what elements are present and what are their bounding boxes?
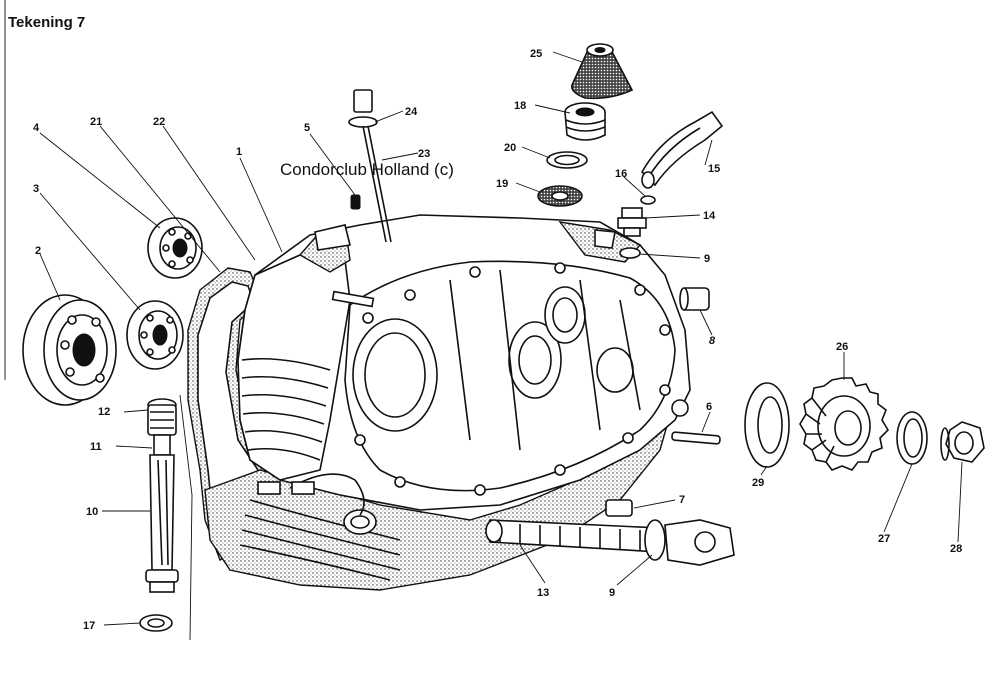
part-28-nut bbox=[940, 421, 985, 463]
part-13-bolt bbox=[485, 519, 735, 566]
leader-lines bbox=[39, 51, 963, 641]
callout-17: 17 bbox=[83, 620, 95, 632]
part-9-washer-top bbox=[619, 247, 641, 259]
callout-23: 23 bbox=[418, 148, 430, 160]
callout-28: 28 bbox=[950, 543, 962, 555]
callout-18: 18 bbox=[514, 100, 526, 112]
part-16-ring bbox=[640, 195, 656, 205]
callout-24: 24 bbox=[405, 106, 418, 118]
callout-5: 5 bbox=[304, 122, 310, 134]
part-18-threaded-cap bbox=[564, 102, 606, 141]
callout-9a: 9 bbox=[704, 253, 710, 265]
callout-labels: 25 24 18 21 22 5 4 1 23 20 15 16 19 3 14… bbox=[33, 48, 962, 632]
part-26-gear bbox=[799, 377, 890, 471]
watermark-text: Condorclub Holland (c) bbox=[280, 160, 454, 179]
part-10-12-shaft bbox=[145, 398, 179, 593]
drawing-title: Tekening 7 bbox=[8, 14, 86, 31]
callout-4: 4 bbox=[33, 122, 40, 134]
crankcase-half bbox=[204, 214, 691, 591]
callout-9b: 9 bbox=[609, 587, 615, 599]
callout-20: 20 bbox=[504, 142, 516, 154]
part-19-seal bbox=[537, 185, 583, 207]
callout-21: 21 bbox=[90, 116, 102, 128]
callout-13: 13 bbox=[537, 587, 549, 599]
part-8-bush bbox=[679, 287, 710, 311]
callout-26: 26 bbox=[836, 341, 848, 353]
part-7-bush bbox=[605, 499, 633, 517]
part-27-circlip bbox=[896, 411, 928, 465]
callout-3: 3 bbox=[33, 183, 39, 195]
callout-12: 12 bbox=[98, 406, 110, 418]
callout-1: 1 bbox=[236, 146, 242, 158]
part-2-bearing bbox=[22, 294, 117, 406]
callout-16: 16 bbox=[615, 168, 627, 180]
callout-29: 29 bbox=[752, 477, 764, 489]
callout-14: 14 bbox=[703, 210, 716, 222]
part-4-bearing bbox=[147, 217, 203, 279]
callout-2: 2 bbox=[35, 245, 41, 257]
callout-25: 25 bbox=[530, 48, 542, 60]
part-20-ring bbox=[546, 151, 588, 169]
callout-8: 8 bbox=[709, 335, 716, 347]
part-15-hose bbox=[641, 110, 724, 189]
part-14-nipple bbox=[617, 207, 647, 237]
part-24-stud bbox=[348, 89, 392, 243]
part-5-pin bbox=[350, 194, 361, 210]
callout-19: 19 bbox=[496, 178, 508, 190]
callout-27: 27 bbox=[878, 533, 890, 545]
callout-11: 11 bbox=[90, 441, 102, 453]
part-29-ring bbox=[744, 382, 790, 468]
part-17-washer bbox=[139, 614, 173, 632]
part-25-cap bbox=[570, 43, 634, 100]
part-3-bearing bbox=[126, 300, 184, 370]
part-6-dowel bbox=[671, 431, 721, 445]
callout-10: 10 bbox=[86, 506, 98, 518]
callout-22: 22 bbox=[153, 116, 165, 128]
callout-15: 15 bbox=[708, 163, 720, 175]
callout-6: 6 bbox=[706, 401, 712, 413]
callout-7: 7 bbox=[679, 494, 685, 506]
